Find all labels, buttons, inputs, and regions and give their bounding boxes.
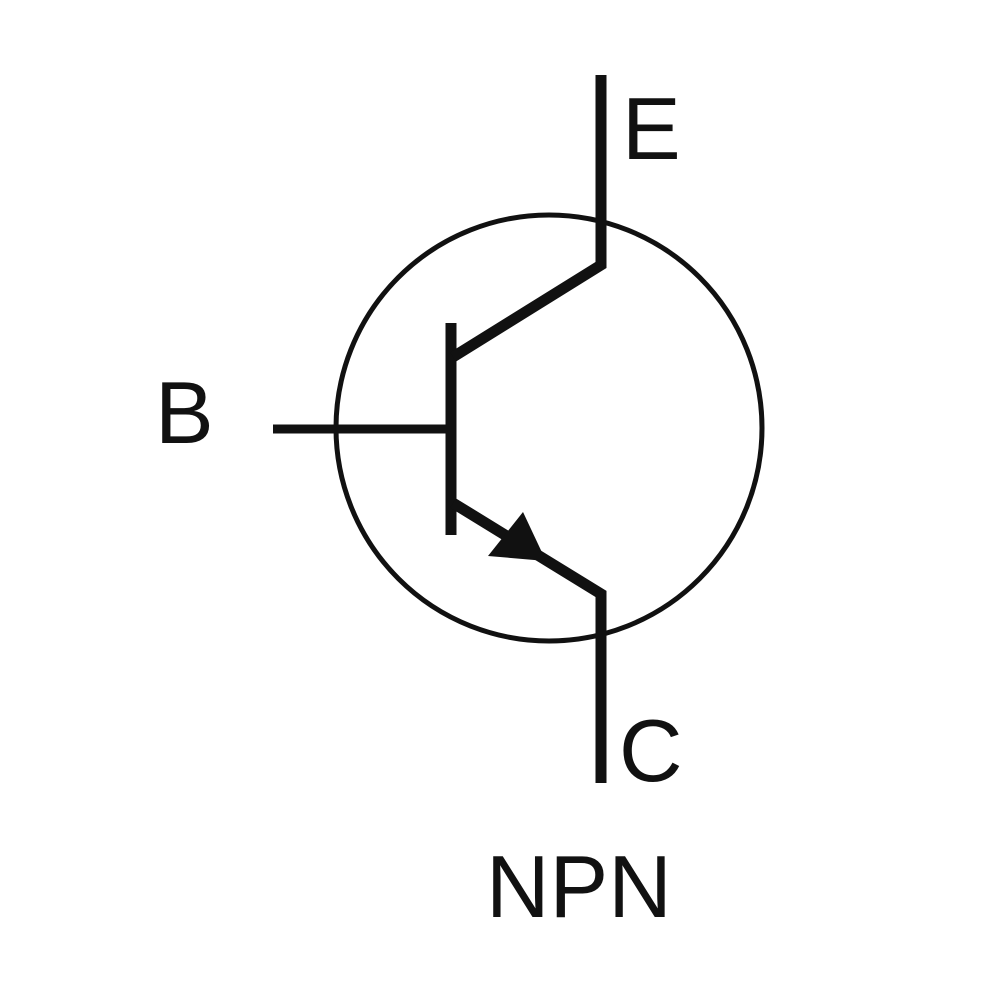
upper-lead xyxy=(450,75,607,362)
terminal-label-c: C xyxy=(619,701,683,800)
lower-lead xyxy=(450,498,607,783)
transistor-type-caption: NPN xyxy=(486,837,672,936)
emitter-arrow xyxy=(488,512,546,561)
terminal-label-b: B xyxy=(155,363,214,462)
terminal-label-e: E xyxy=(622,79,681,178)
